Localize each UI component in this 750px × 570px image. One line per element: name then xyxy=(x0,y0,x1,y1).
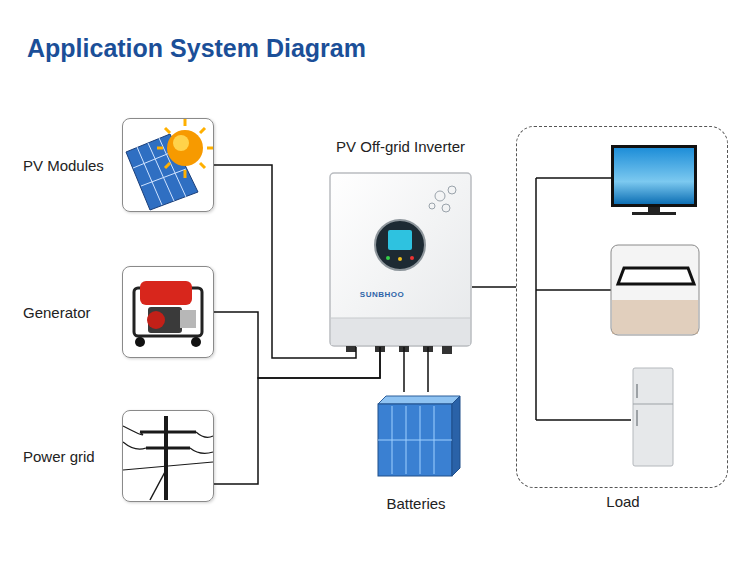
sun-ray xyxy=(165,128,170,133)
battery-box: Batteries xyxy=(370,392,462,486)
lamp-panel xyxy=(618,268,694,284)
display-ring xyxy=(375,220,425,270)
port xyxy=(423,346,433,352)
sun xyxy=(157,118,213,178)
crossarm xyxy=(140,431,196,434)
sun-ray xyxy=(157,147,163,150)
fridge-split xyxy=(633,404,673,405)
image-box: PV Modules xyxy=(122,118,214,212)
generator-wheel xyxy=(135,337,145,347)
inverter-box: PV Off-grid InverterSUNBHOO xyxy=(329,172,472,347)
battery-cells xyxy=(378,406,452,474)
port xyxy=(399,346,409,352)
wire-line xyxy=(214,165,356,358)
flower xyxy=(429,203,435,209)
image-box: Generator xyxy=(122,266,214,358)
indicator-led xyxy=(398,257,402,261)
node-label: PV Modules xyxy=(23,157,119,174)
flower xyxy=(435,191,445,201)
cell-line xyxy=(378,440,452,441)
battery-bank xyxy=(378,396,460,476)
power-pole xyxy=(123,416,213,500)
node-label: Batteries xyxy=(356,495,476,512)
flower-ornament xyxy=(429,186,456,212)
load-branch xyxy=(536,419,631,421)
inverter-bottom xyxy=(331,318,470,345)
tv-screen xyxy=(614,148,694,204)
flower xyxy=(442,204,450,212)
generator-wheel xyxy=(191,337,201,347)
refrigerator xyxy=(633,368,673,466)
inverter-illustration xyxy=(330,173,471,354)
generator-tank xyxy=(140,281,192,305)
generator-engine xyxy=(148,307,182,333)
panel-face xyxy=(126,134,198,210)
image-box: Power grid xyxy=(122,410,214,502)
pole-strut xyxy=(150,470,166,500)
wall xyxy=(612,300,698,334)
flower xyxy=(448,186,456,194)
power-lines xyxy=(123,426,213,470)
port xyxy=(375,346,385,352)
tv-neck xyxy=(648,207,660,212)
brand-logo: SUNBHOO xyxy=(359,290,405,299)
sun-disc xyxy=(167,130,203,166)
crossarm xyxy=(146,447,190,450)
tv-frame xyxy=(611,145,697,207)
port xyxy=(442,346,452,354)
node-label: Load xyxy=(557,493,689,510)
sun-ray xyxy=(184,170,187,178)
pole xyxy=(164,416,168,500)
sun-ray xyxy=(200,163,205,168)
fridge-body xyxy=(633,368,673,466)
sun-ray xyxy=(184,118,187,126)
wire-line xyxy=(404,347,428,392)
panel-grid xyxy=(141,169,186,186)
node-label: Generator xyxy=(23,304,119,321)
sun-ray xyxy=(200,128,205,133)
wire-line xyxy=(472,286,516,288)
load-branch xyxy=(536,289,611,291)
wire-connector xyxy=(214,347,380,484)
battery-front xyxy=(378,404,452,476)
generator-rotor xyxy=(147,311,165,329)
panel-grid xyxy=(137,147,162,205)
sun-ray xyxy=(207,147,213,150)
sun-highlight xyxy=(173,135,189,151)
television xyxy=(611,145,697,215)
generator xyxy=(134,281,202,347)
lcd-screen xyxy=(388,230,412,250)
tv-base xyxy=(632,212,676,215)
fridge-handle xyxy=(636,384,638,398)
ceiling-lamp xyxy=(611,245,699,335)
load-group: Load xyxy=(516,126,728,488)
sun-rays xyxy=(157,118,213,178)
inverter-body xyxy=(330,173,471,346)
solar-panel xyxy=(126,134,198,210)
inverter-seam xyxy=(331,318,470,319)
battery-top xyxy=(378,396,460,404)
wire-connector xyxy=(214,312,380,378)
wire-line xyxy=(214,347,380,484)
load-bus xyxy=(535,178,537,420)
wire-line xyxy=(214,312,380,378)
wire-connector xyxy=(404,347,428,392)
port xyxy=(346,346,356,352)
battery-side xyxy=(452,396,460,476)
generator-panel xyxy=(180,310,196,328)
wire-connector xyxy=(214,165,356,358)
indicator-led xyxy=(410,256,414,260)
lamp-frame xyxy=(611,245,699,335)
wire-connector xyxy=(472,287,516,288)
node-label: Power grid xyxy=(23,448,119,465)
node-heading: PV Off-grid Inverter xyxy=(309,138,492,155)
indicator-led xyxy=(386,256,390,260)
load-branch xyxy=(536,177,611,179)
sun-ray xyxy=(165,163,170,168)
fridge-handle xyxy=(636,410,638,426)
diagram-title: Application System Diagram xyxy=(27,34,366,63)
